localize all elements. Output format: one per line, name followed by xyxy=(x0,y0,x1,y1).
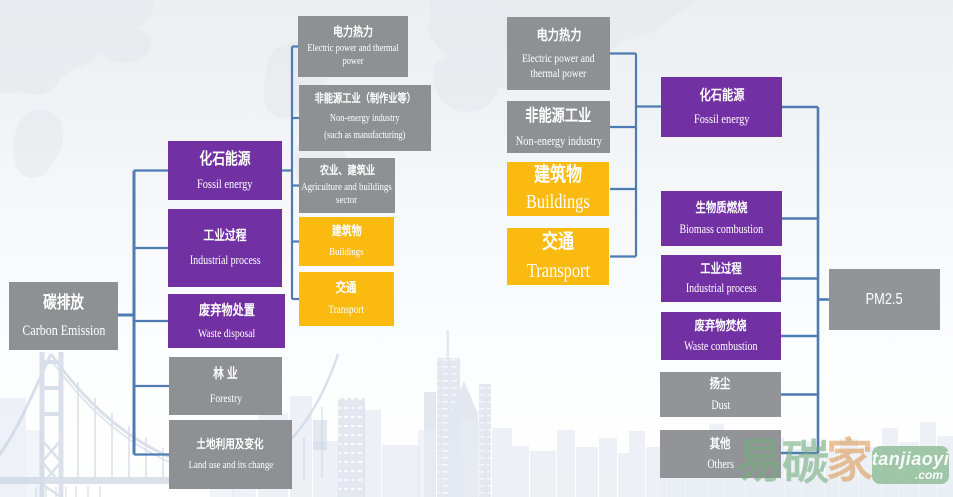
node-industrial-process-left-zh: 工业过程 xyxy=(203,228,247,244)
node-transport-left-en: Transport xyxy=(328,304,365,317)
node-others-zh: 其他 xyxy=(710,435,731,451)
node-fossil-energy-right-zh: 化石能源 xyxy=(699,87,744,104)
node-pm25: PM2.5 xyxy=(829,269,940,330)
node-dust-en: Dust xyxy=(711,397,730,412)
node-nonenergy-industry-left: 非能源工业（制作业等） Non-energy industry(such as … xyxy=(299,85,431,151)
connector-lines xyxy=(118,45,829,456)
node-biomass-combustion-en: Biomass combustion xyxy=(679,222,764,237)
node-buildings-right-zh: 建筑物 xyxy=(534,164,582,187)
node-dust-zh: 扬尘 xyxy=(710,376,731,392)
node-land-use: 土地利用及变化 Land use and its change xyxy=(169,420,292,489)
node-industrial-process-right: 工业过程 Industrial process xyxy=(661,255,781,302)
node-transport-right-zh: 交通 xyxy=(542,230,574,253)
node-waste-disposal: 废弃物处置 Waste disposal xyxy=(168,294,285,348)
node-carbon-emission: 碳排放 Carbon Emission xyxy=(9,282,118,350)
node-buildings-right-en: Buildings xyxy=(526,191,590,214)
node-land-use-zh: 土地利用及变化 xyxy=(196,436,265,451)
node-waste-combustion: 废弃物焚烧 Waste combustion xyxy=(661,312,781,360)
node-carbon-emission-zh: 碳排放 xyxy=(43,293,84,313)
city-skyline-silhouette xyxy=(0,330,953,497)
node-biomass-combustion: 生物质燃烧 Biomass combustion xyxy=(661,191,782,246)
node-waste-disposal-en: Waste disposal xyxy=(197,325,256,340)
node-forestry-zh: 林 业 xyxy=(213,366,238,382)
node-waste-combustion-en: Waste combustion xyxy=(684,338,758,353)
node-electric-power-right-zh: 电力热力 xyxy=(536,26,581,43)
node-fossil-energy-right: 化石能源 Fossil energy xyxy=(661,77,782,137)
node-buildings-right: 建筑物 Buildings xyxy=(507,162,609,216)
node-buildings-left-zh: 建筑物 xyxy=(331,224,362,239)
node-biomass-combustion-zh: 生物质燃烧 xyxy=(695,199,748,215)
node-fossil-energy-left-zh: 化石能源 xyxy=(199,150,251,168)
node-transport-left-zh: 交通 xyxy=(336,279,357,295)
node-nonenergy-industry-right-en: Non-energy industry xyxy=(515,132,602,148)
node-transport-left: 交通 Transport xyxy=(299,272,394,326)
node-fossil-energy-left: 化石能源 Fossil energy xyxy=(168,141,282,200)
node-carbon-emission-en: Carbon Emission xyxy=(22,322,105,339)
node-industrial-process-left: 工业过程 Industrial process xyxy=(168,209,282,287)
node-transport-right: 交通 Transport xyxy=(507,228,609,285)
node-waste-combustion-zh: 废弃物焚烧 xyxy=(694,318,747,334)
node-transport-right-en: Transport xyxy=(526,259,590,282)
node-others: 其他 Others xyxy=(660,430,781,478)
node-fossil-energy-left-en: Fossil energy xyxy=(197,175,253,191)
bridge-silhouette xyxy=(0,352,340,497)
node-fossil-energy-right-en: Fossil energy xyxy=(693,110,750,126)
node-forestry: 林 业 Forestry xyxy=(169,357,282,415)
node-buildings-left: 建筑物 Buildings xyxy=(299,217,394,266)
node-industrial-process-left-en: Industrial process xyxy=(189,252,261,267)
node-pm25-label: PM2.5 xyxy=(866,290,903,308)
node-nonenergy-industry-right-zh: 非能源工业 xyxy=(525,106,592,125)
node-buildings-left-en: Buildings xyxy=(329,245,364,258)
node-others-en: Others xyxy=(707,457,734,472)
node-land-use-en: Land use and its change xyxy=(188,458,273,471)
node-waste-disposal-zh: 废弃物处置 xyxy=(198,302,255,319)
node-nonenergy-industry-right: 非能源工业 Non-energy industry xyxy=(507,101,610,153)
node-nonenergy-industry-left-en: Non-energy industry(such as manufacturin… xyxy=(324,112,406,142)
node-dust: 扬尘 Dust xyxy=(660,372,781,417)
node-electric-power-left-zh: 电力热力 xyxy=(332,24,373,39)
node-industrial-process-right-zh: 工业过程 xyxy=(700,260,742,276)
node-agriculture-buildings-zh: 农业、建筑业 xyxy=(319,164,375,177)
node-forestry-en: Forestry xyxy=(209,391,242,406)
node-industrial-process-right-en: Industrial process xyxy=(685,281,757,296)
node-nonenergy-industry-left-zh: 非能源工业（制作业等） xyxy=(314,92,416,105)
